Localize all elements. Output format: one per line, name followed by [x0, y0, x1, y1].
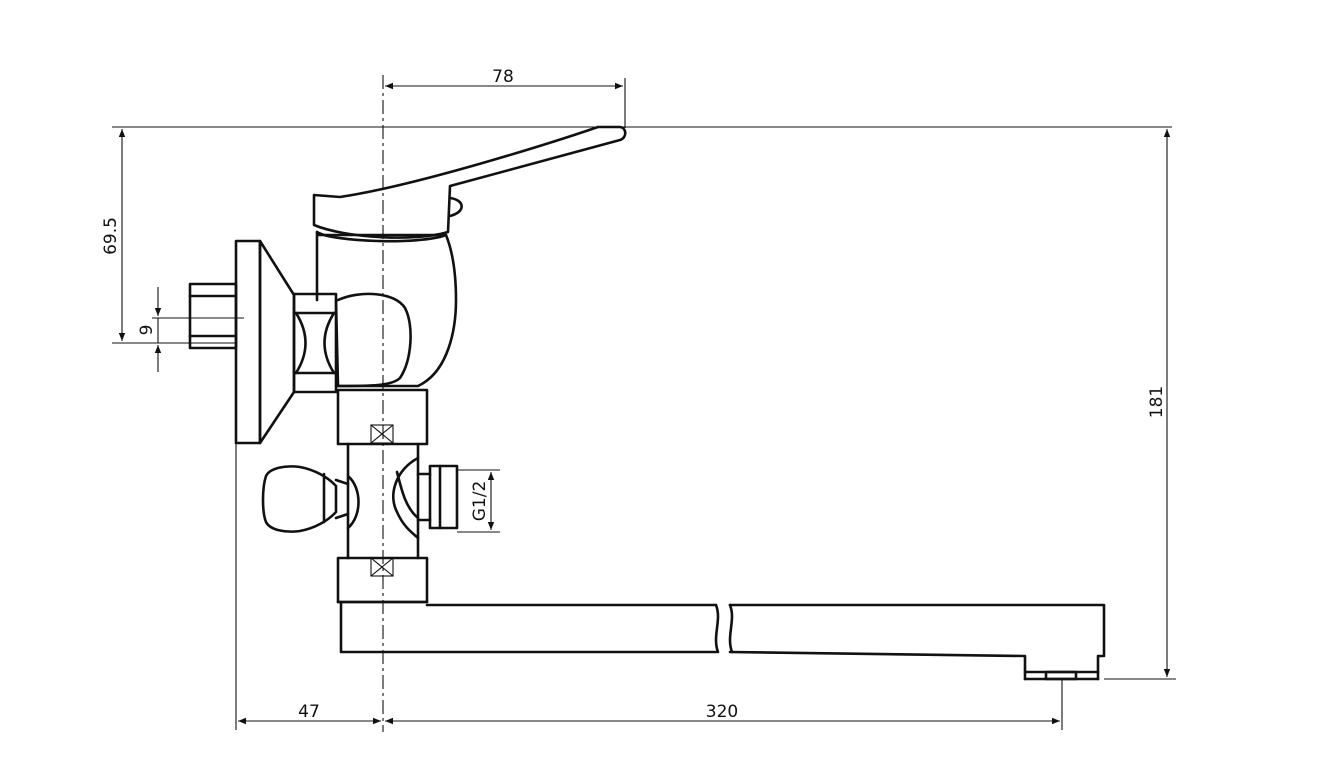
lever-handle	[312, 125, 627, 239]
dimension-lines	[118, 82, 1171, 725]
mixer-body	[315, 230, 458, 388]
union-nut	[292, 292, 338, 394]
dim-handle-reach: 78	[492, 67, 514, 87]
dim-inlet-thread: G1/2	[470, 481, 490, 522]
dim-spout-length: 320	[706, 702, 738, 722]
shower-outlet	[416, 464, 459, 530]
dim-handle-height: 69.5	[101, 217, 121, 255]
dim-total-height: 181	[1147, 386, 1167, 418]
diverter-section	[346, 442, 420, 560]
upper-collar	[336, 388, 429, 446]
wall-flange	[234, 239, 296, 445]
dim-wall-to-axis: 47	[298, 702, 320, 722]
spout	[336, 600, 1106, 681]
diverter-knob	[261, 465, 350, 533]
inlet-pipe	[188, 282, 238, 350]
extension-lines	[112, 78, 1176, 730]
dim-inlet-offset: 9	[137, 325, 157, 336]
